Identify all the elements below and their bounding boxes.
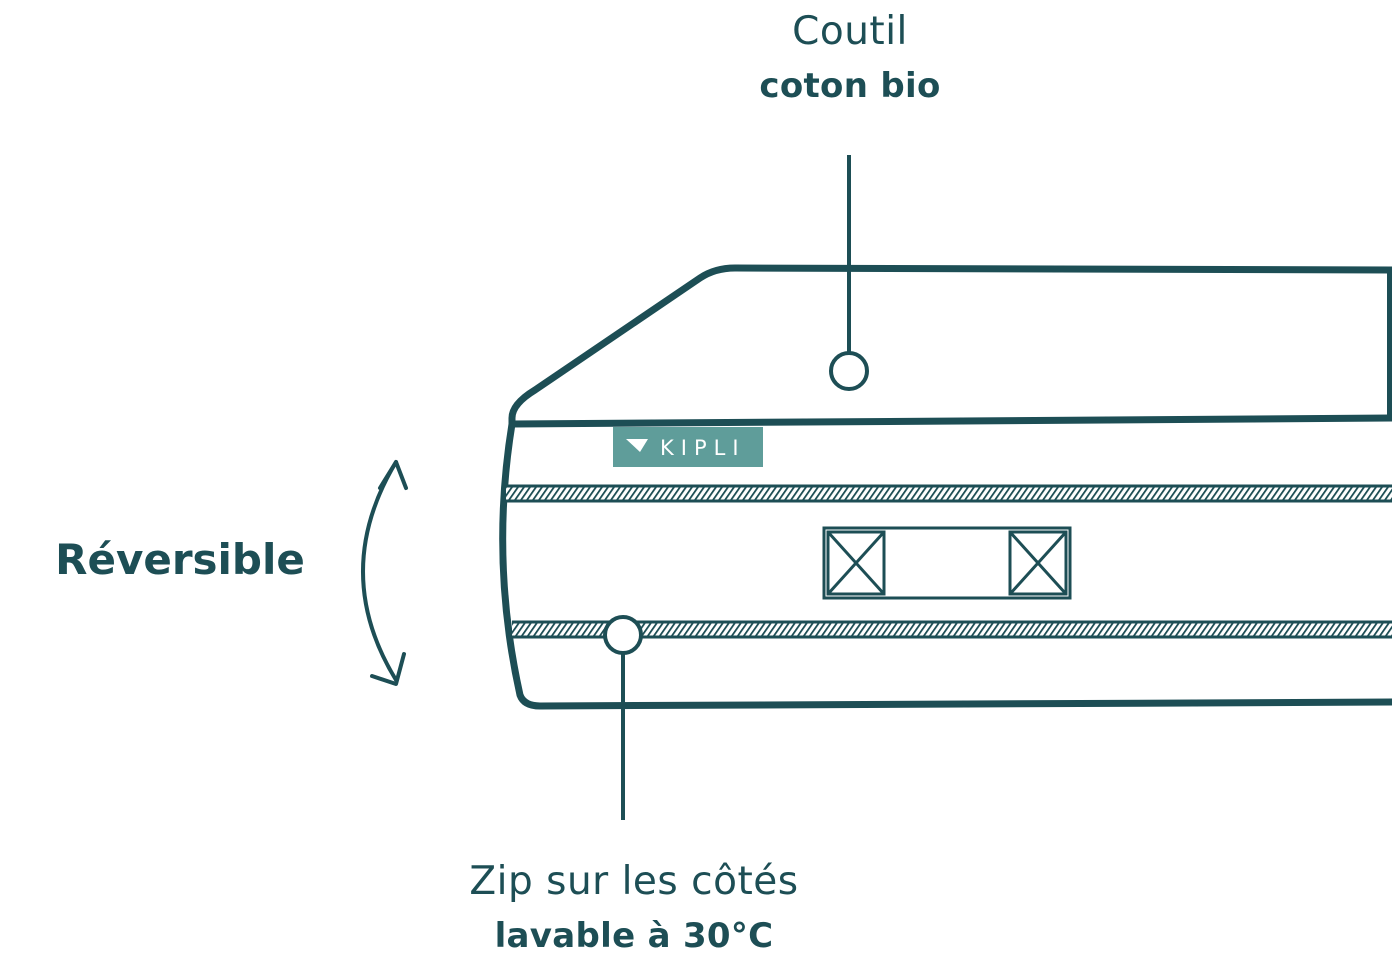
brand-label: KIPLI: [660, 436, 746, 460]
cover-callout-subtitle: coton bio: [759, 66, 941, 106]
upper-seam: [506, 484, 1392, 503]
cover-callout-marker: [829, 351, 869, 391]
cover-callout: Coutil coton bio: [700, 6, 1000, 114]
zip-callout-subtitle: lavable à 30°C: [494, 916, 774, 956]
curved-double-arrow-icon: [361, 460, 408, 686]
zip-callout-title: Zip sur les côtés: [469, 859, 799, 904]
reversible-label: Réversible: [55, 535, 305, 584]
zip-callout: Zip sur les côtés lavable à 30°C: [434, 856, 834, 964]
brand-badge: KIPLI: [613, 427, 763, 467]
handle-box-icon: [822, 526, 1072, 600]
mattress-front-outline: [499, 420, 1392, 710]
zip-callout-marker: [603, 615, 643, 655]
cover-callout-title: Coutil: [792, 9, 908, 54]
lower-seam: [512, 620, 1392, 639]
leaf-icon: [626, 439, 648, 452]
mattress-top-outline: [508, 264, 1392, 428]
